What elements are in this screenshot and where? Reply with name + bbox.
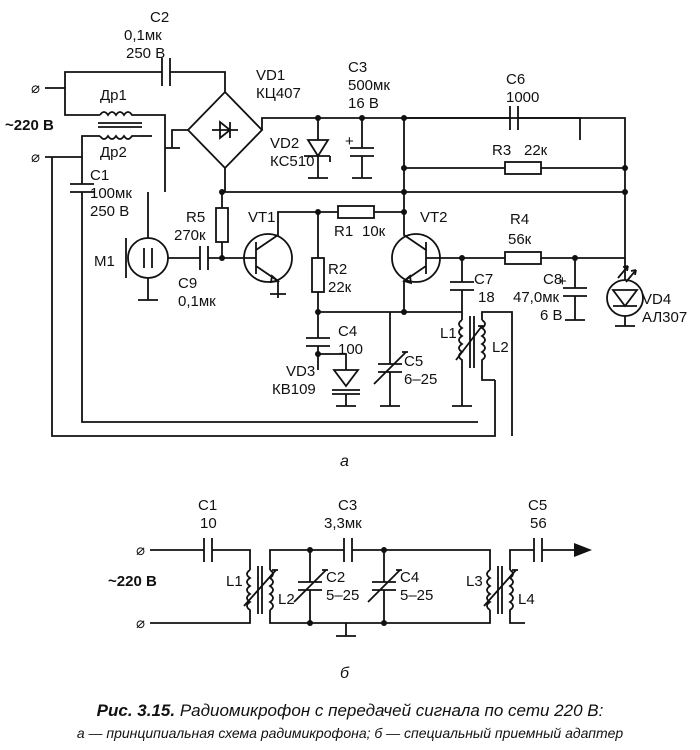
m1-ref: M1 — [94, 253, 115, 270]
schematic-a: ⌀ ⌀ ~220 В C2 0,1мк 250 В Др1 Др2 C1 100… — [5, 9, 687, 470]
c2b-ref: C2 — [326, 569, 345, 586]
c8-value: 47,0мк — [513, 289, 560, 306]
r3-ref: R3 — [492, 142, 511, 159]
c4-ref: C4 — [338, 323, 357, 340]
c1-ref: C1 — [90, 167, 109, 184]
l1b-ref: L1 — [226, 573, 243, 590]
c1b-ref: C1 — [198, 497, 217, 514]
c5-value: 6–25 — [404, 371, 437, 388]
c9-value: 0,1мк — [178, 293, 216, 310]
r4-ref: R4 — [510, 211, 529, 228]
l1-ref: L1 — [440, 325, 457, 342]
r2-value: 22к — [328, 279, 352, 296]
l4b-ref: L4 — [518, 591, 535, 608]
c3-voltage: 16 В — [348, 95, 379, 112]
r1-value: 10к — [362, 223, 386, 240]
terminal-bottom: ⌀ — [31, 149, 40, 166]
c1-value: 100мк — [90, 185, 132, 202]
l2-ref: L2 — [492, 339, 509, 356]
c6-value: 1000 — [506, 89, 539, 106]
c2-value: 0,1мк — [124, 27, 162, 44]
dr2-label: Др2 — [100, 144, 127, 161]
vd1-ref: VD1 — [256, 67, 285, 84]
c9-ref: C9 — [178, 275, 197, 292]
c8-voltage: 6 В — [540, 307, 563, 324]
c3b-value: 3,3мк — [324, 515, 362, 532]
vd2-type: КС510 — [270, 153, 314, 170]
terminal-b-top: ⌀ — [136, 542, 145, 559]
r2-ref: R2 — [328, 261, 347, 278]
c4b-value: 5–25 — [400, 587, 433, 604]
sub-label-a: а — [340, 453, 349, 470]
r5-ref: R5 — [186, 209, 205, 226]
vd3-ref: VD3 — [286, 363, 315, 380]
caption-title-rest: Радиомикрофон с передачей сигнала по сет… — [175, 701, 603, 720]
c6-ref: C6 — [506, 71, 525, 88]
vt2-ref: VT2 — [420, 209, 448, 226]
dr1-label: Др1 — [100, 87, 127, 104]
c8-ref: C8 — [543, 271, 562, 288]
vd4-type: АЛ307 — [642, 309, 687, 326]
terminal-top: ⌀ — [31, 80, 40, 97]
vd4-ref: VD4 — [642, 291, 671, 308]
c4-value: 100 — [338, 341, 363, 358]
c2-voltage: 250 В — [126, 45, 165, 62]
sub-label-b: б — [340, 665, 350, 682]
c3b-ref: C3 — [338, 497, 357, 514]
schematic-b: ⌀ ⌀ ~220 В C1 10 L1 L2 C3 3,3мк C2 5–25 … — [108, 497, 592, 682]
l3b-ref: L3 — [466, 573, 483, 590]
c5-ref: C5 — [404, 353, 423, 370]
c3-value: 500мк — [348, 77, 390, 94]
c2-ref: C2 — [150, 9, 169, 26]
c1-voltage: 250 В — [90, 203, 129, 220]
c5b-value: 56 — [530, 515, 547, 532]
figure-caption: Рис. 3.15. Радиомикрофон с передачей сиг… — [77, 701, 624, 741]
c1b-value: 10 — [200, 515, 217, 532]
vd1-type: КЦ407 — [256, 85, 301, 102]
r5-value: 270к — [174, 227, 206, 244]
vt1-ref: VT1 — [248, 209, 276, 226]
terminal-b-bottom: ⌀ — [136, 615, 145, 632]
vd2-ref: VD2 — [270, 135, 299, 152]
r1-ref: R1 — [334, 223, 353, 240]
caption-line-1: Рис. 3.15. Радиомикрофон с передачей сиг… — [97, 701, 604, 720]
mains-label-b: ~220 В — [108, 573, 157, 590]
l2b-ref: L2 — [278, 591, 295, 608]
r3-value: 22к — [524, 142, 548, 159]
c5b-ref: C5 — [528, 497, 547, 514]
r4-value: 56к — [508, 231, 532, 248]
c3-plus: + — [345, 133, 354, 150]
c8-plus: + — [558, 273, 567, 290]
caption-line-2: а — принципиальная схема радимикрофона; … — [77, 725, 624, 741]
c7-ref: C7 — [474, 271, 493, 288]
c7-value: 18 — [478, 289, 495, 306]
c4b-ref: C4 — [400, 569, 419, 586]
caption-title: Рис. 3.15. — [97, 701, 175, 720]
c3-ref: C3 — [348, 59, 367, 76]
c2b-value: 5–25 — [326, 587, 359, 604]
vd3-type: КВ109 — [272, 381, 316, 398]
mains-label-a: ~220 В — [5, 117, 54, 134]
